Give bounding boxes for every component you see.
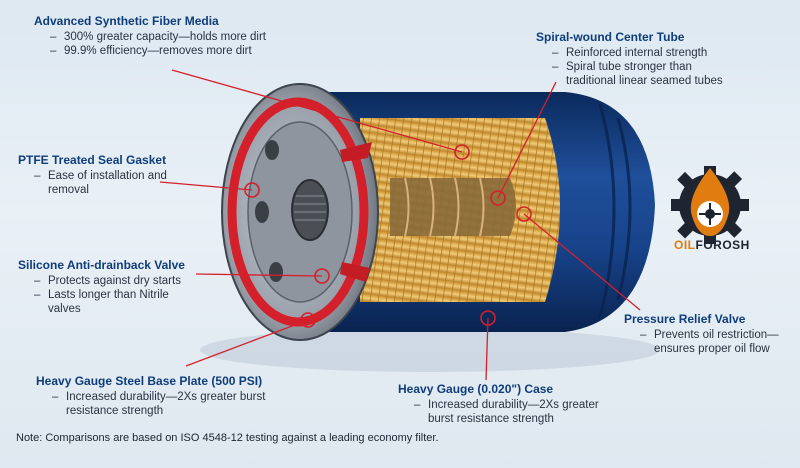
callout-title: Heavy Gauge Steel Base Plate (500 PSI) <box>36 374 263 388</box>
leader-markers <box>244 144 532 328</box>
callout-synthetic-media: Advanced Synthetic Fiber Media 300% grea… <box>34 14 334 58</box>
callout-center-tube: Spiral-wound Center Tube Reinforced inte… <box>536 30 736 88</box>
callout-antidrain-valve: Silicone Anti-drainback Valve Protects a… <box>18 258 198 316</box>
oil-inlet-holes <box>255 140 283 282</box>
thread-lines <box>294 195 326 221</box>
logo-part-forosh: FOROSH <box>695 238 750 252</box>
callout-item: Ease of installation and removal <box>18 169 168 197</box>
callout-title: Spiral-wound Center Tube <box>536 30 685 44</box>
callout-title: Advanced Synthetic Fiber Media <box>34 14 219 28</box>
center-tube <box>390 178 516 236</box>
callout-item: Increased durability—2Xs greater burst r… <box>36 390 266 418</box>
seal-gasket <box>227 97 369 327</box>
callout-item: Increased durability—2Xs greater burst r… <box>398 398 618 426</box>
callout-item: Lasts longer than Nitrile valves <box>18 288 198 316</box>
callout-relief-valve: Pressure Relief Valve Prevents oil restr… <box>624 312 790 356</box>
callout-item: 99.9% efficiency—removes more dirt <box>34 44 334 58</box>
callout-case: Heavy Gauge (0.020") Case Increased dura… <box>398 382 618 426</box>
callout-base-plate: Heavy Gauge Steel Base Plate (500 PSI) I… <box>36 374 266 418</box>
leader-lines <box>159 69 641 381</box>
footnote: Note: Comparisons are based on ISO 4548-… <box>16 432 439 444</box>
filter-shadow <box>200 328 660 372</box>
callout-item: Spiral tube stronger than traditional li… <box>536 60 736 88</box>
center-tube-spiral <box>404 177 485 237</box>
logo-gear-icon <box>671 166 749 244</box>
callout-title: Heavy Gauge (0.020") Case <box>398 382 554 396</box>
callout-item: 300% greater capacity—holds more dirt <box>34 30 334 44</box>
callout-title: Pressure Relief Valve <box>624 312 746 326</box>
logo-wordmark: OILFOROSH <box>674 238 750 252</box>
case-dome-ribs <box>598 103 632 319</box>
callout-item: Reinforced internal strength <box>536 46 736 60</box>
callout-title: PTFE Treated Seal Gasket <box>18 153 167 167</box>
logo-part-oil: OIL <box>674 238 696 252</box>
callout-item: Protects against dry starts <box>18 274 198 288</box>
callout-title: Silicone Anti-drainback Valve <box>18 258 185 272</box>
thread-hole <box>291 179 329 241</box>
callout-seal-gasket: PTFE Treated Seal Gasket Ease of install… <box>18 153 168 197</box>
callout-item: Prevents oil restriction—ensures proper … <box>624 328 790 356</box>
antidrain-valve-parts <box>340 142 372 282</box>
